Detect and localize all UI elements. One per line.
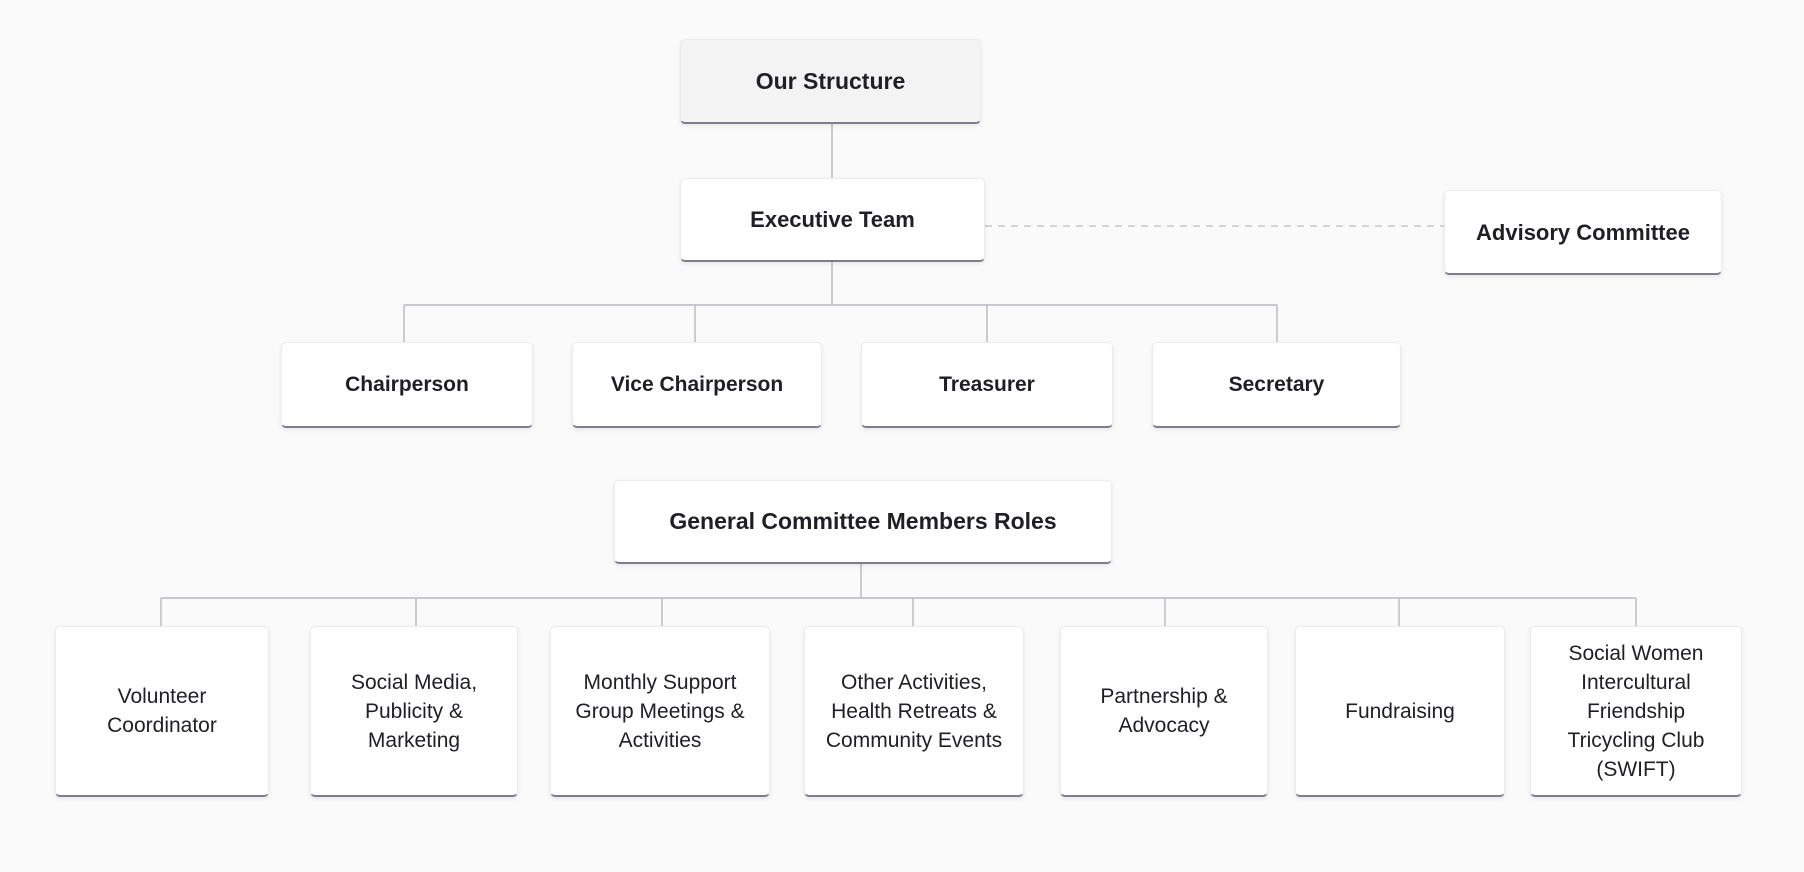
node-executive-team: Executive Team bbox=[680, 178, 985, 262]
node-role-fundraising: Fundraising bbox=[1295, 626, 1505, 797]
node-role-swift: Social Women Intercultural Friendship Tr… bbox=[1530, 626, 1742, 797]
node-role-other-activities: Other Activities, Health Retreats & Comm… bbox=[804, 626, 1024, 797]
node-role-social-media: Social Media, Publicity & Marketing bbox=[310, 626, 518, 797]
node-role-volunteer-coordinator: Volunteer Coordinator bbox=[55, 626, 269, 797]
node-advisory-committee: Advisory Committee bbox=[1444, 190, 1722, 275]
node-treasurer: Treasurer bbox=[861, 342, 1113, 428]
node-role-monthly-support: Monthly Support Group Meetings & Activit… bbox=[550, 626, 770, 797]
node-secretary: Secretary bbox=[1152, 342, 1401, 428]
node-role-partnership: Partnership & Advocacy bbox=[1060, 626, 1268, 797]
node-vice-chairperson: Vice Chairperson bbox=[572, 342, 822, 428]
node-our-structure: Our Structure bbox=[680, 39, 981, 124]
node-general-committee: General Committee Members Roles bbox=[614, 480, 1112, 564]
node-chairperson: Chairperson bbox=[281, 342, 533, 428]
